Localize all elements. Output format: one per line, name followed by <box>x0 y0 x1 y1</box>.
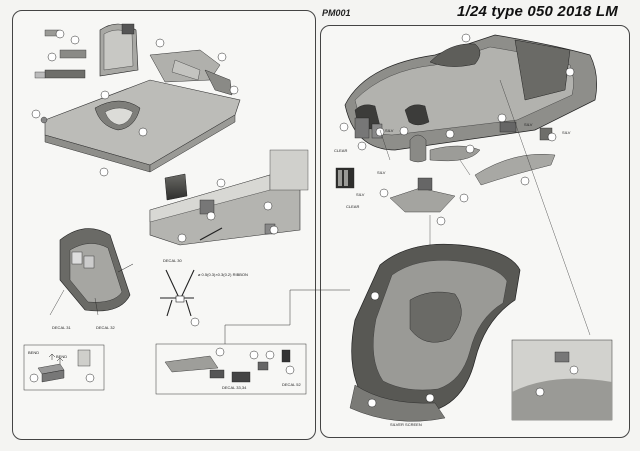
part-callouts-body <box>339 33 575 139</box>
monocoque-tub-drawing <box>349 243 521 422</box>
sheet-title: 1/24 type 050 2018 LM <box>457 3 618 20</box>
decal-52-label: DECAL 52 <box>282 382 301 387</box>
floor-pan-drawing <box>44 49 241 173</box>
decal-30-label: DECAL 30 <box>163 258 182 263</box>
silv-label-4: SILV <box>562 130 571 135</box>
ribbon-label: ø 0.5(0.3)×0.3(0.2) RIBBON <box>198 272 248 277</box>
decal-32-label: DECAL 32 <box>96 325 115 330</box>
leader-lines-right <box>379 79 591 336</box>
bend-label-1: BEND <box>28 350 40 355</box>
body-shell-drawing <box>344 34 597 151</box>
seat-belt-harness-drawing <box>160 269 195 317</box>
part-callouts-left-mid <box>177 178 279 243</box>
cockpit-section-drawing <box>149 149 309 246</box>
silv-label-1: SILV <box>385 128 394 133</box>
silver-screen-label: SILVER SCREEN <box>390 422 422 427</box>
decal-31-label: DECAL 31 <box>52 325 71 330</box>
detail-inset-bottom-right <box>511 339 613 421</box>
sheet-code: PM001 <box>322 8 351 18</box>
body-subparts-drawing <box>335 117 556 213</box>
part-callouts-left-top <box>31 29 239 177</box>
decal-33-34-label: DECAL 33,34 <box>222 385 247 390</box>
clear-label-1: CLEAR <box>334 148 348 153</box>
part-callouts-mid-right <box>357 127 557 226</box>
silv-label-3: SILV <box>524 122 533 127</box>
pedal-box-inset <box>155 343 307 395</box>
part-callouts-belts <box>190 317 200 327</box>
leader-line-left-to-right <box>224 289 350 344</box>
silv-label-5: SILV <box>356 192 365 197</box>
rear-bulkhead-drawing <box>99 23 139 77</box>
small-parts-top-left <box>34 29 87 124</box>
clear-label-2: CLEAR <box>346 204 360 209</box>
bend-detail-inset <box>23 344 105 391</box>
silv-label-2: SILV <box>377 170 386 175</box>
racing-seat-drawing <box>49 228 134 316</box>
bend-label-2: BEND <box>56 354 68 359</box>
part-callouts-tub <box>367 291 435 408</box>
